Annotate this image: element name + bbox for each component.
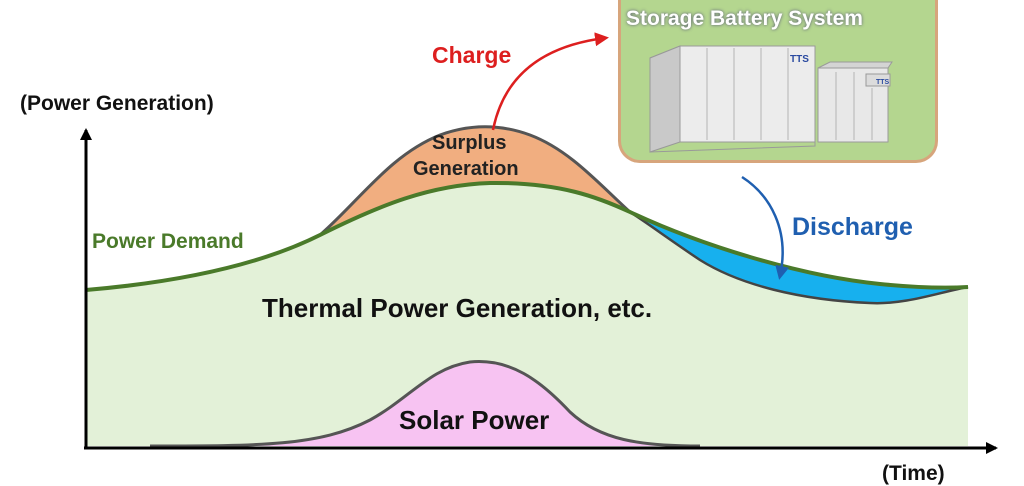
- battery-cabinets-image: TTS TTS: [649, 45, 893, 153]
- solar-label: Solar Power: [399, 405, 550, 435]
- discharge-label: Discharge: [792, 213, 913, 241]
- power-demand-line: [85, 180, 969, 292]
- charge-arrow: [491, 32, 609, 131]
- power-diagram: [80, 32, 998, 454]
- svg-text:TTS: TTS: [876, 79, 890, 86]
- surplus-label-line1: Surplus: [432, 132, 507, 154]
- x-axis-label: (Time): [882, 462, 945, 485]
- battery-logo: TTS: [790, 54, 809, 65]
- y-axis-label: (Power Generation): [20, 92, 214, 115]
- thermal-label: Thermal Power Generation, etc.: [262, 293, 653, 323]
- power-demand-label: Power Demand: [92, 230, 244, 253]
- charge-label: Charge: [432, 42, 512, 68]
- thermal-area: [86, 182, 968, 446]
- discharge-arrow: [741, 175, 789, 280]
- solar-area: [150, 361, 700, 446]
- surplus-label-line2: Generation: [413, 158, 519, 180]
- storage-title: Storage Battery System: [626, 7, 863, 30]
- solar-curve: [149, 360, 701, 448]
